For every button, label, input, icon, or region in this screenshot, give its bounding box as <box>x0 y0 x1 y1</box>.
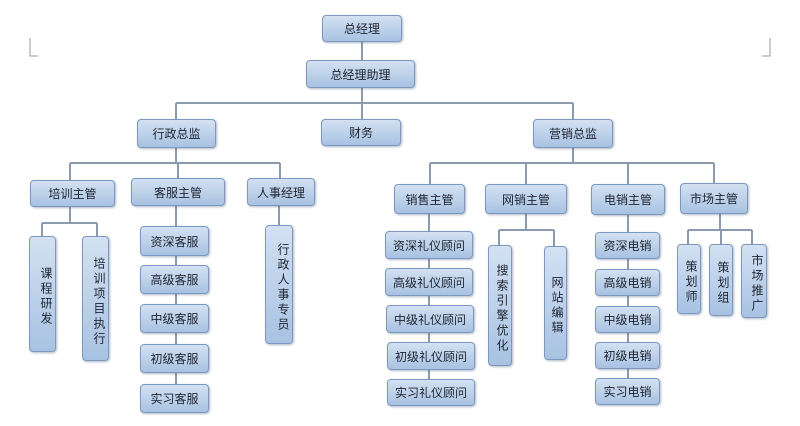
node-sales-manager: 销售主管 <box>394 184 465 214</box>
node-online-manager: 网销主管 <box>485 184 567 214</box>
corner-mark-left <box>29 38 38 57</box>
node-tele-intern: 实习电销 <box>595 378 660 405</box>
node-seo: 搜索引擎优化 <box>488 245 512 366</box>
node-tele-manager: 电销主管 <box>591 184 665 215</box>
node-market-manager: 市场主管 <box>680 183 748 214</box>
node-service-manager: 客服主管 <box>131 178 225 206</box>
node-service-intern: 实习客服 <box>140 384 209 413</box>
node-tele-senior: 资深电销 <box>595 232 660 259</box>
node-ceo-assistant: 总经理助理 <box>306 60 415 88</box>
node-service-junior: 初级客服 <box>140 344 209 373</box>
node-web-editor: 网站编辑 <box>544 246 567 360</box>
node-planner: 策划师 <box>677 244 701 314</box>
node-sales-intern: 实习礼仪顾问 <box>387 379 475 406</box>
node-ceo: 总经理 <box>322 15 402 42</box>
node-sales-junior: 初级礼仪顾问 <box>387 342 475 370</box>
node-admin-director: 行政总监 <box>137 119 216 148</box>
node-training-manager: 培训主管 <box>30 180 115 207</box>
node-course-development: 课程研发 <box>29 236 56 352</box>
node-service-mid: 中级客服 <box>140 304 209 333</box>
corner-mark-right <box>762 38 771 57</box>
node-planning-group: 策划组 <box>709 244 733 316</box>
node-hr-specialist: 行政人事专员 <box>265 225 293 344</box>
node-marketing-director: 营销总监 <box>533 119 613 148</box>
node-finance: 财务 <box>321 119 401 146</box>
node-tele-junior: 初级电销 <box>595 342 660 369</box>
node-tele-advanced: 高级电销 <box>595 269 660 296</box>
node-hr-manager: 人事经理 <box>247 178 315 206</box>
node-service-advanced: 高级客服 <box>140 265 209 294</box>
node-sales-mid: 中级礼仪顾问 <box>386 305 474 333</box>
node-market-promotion: 市场推广 <box>741 244 767 318</box>
node-sales-advanced: 高级礼仪顾问 <box>385 268 473 296</box>
node-training-execution: 培训项目执行 <box>82 236 109 361</box>
node-sales-senior: 资深礼仪顾问 <box>385 231 473 259</box>
node-service-senior: 资深客服 <box>140 226 209 256</box>
node-tele-mid: 中级电销 <box>595 306 660 333</box>
